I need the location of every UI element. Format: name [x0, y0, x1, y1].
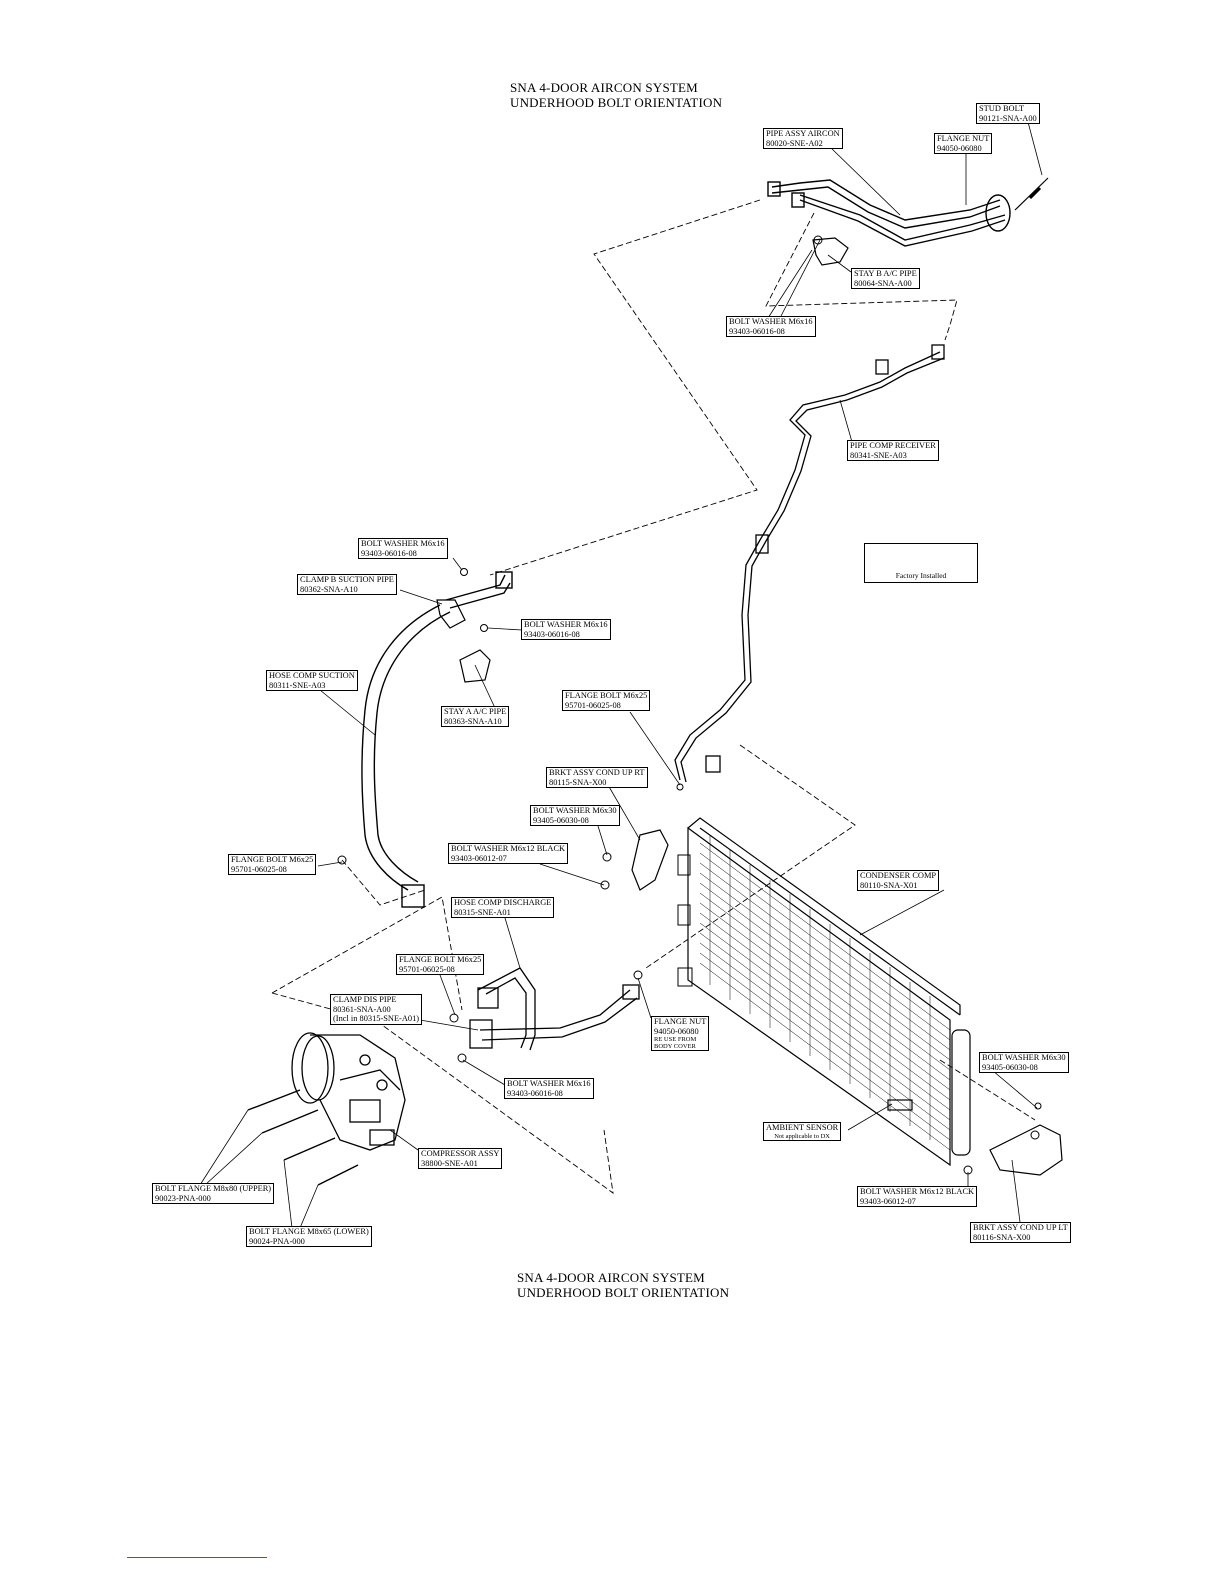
pipe-comp-receiver-shape [674, 344, 945, 783]
compressor-shape [291, 1032, 406, 1151]
header-title-line2: UNDERHOOD BOLT ORIENTATION [510, 95, 723, 110]
factory-installed-inset: Factory Installed [864, 543, 978, 583]
header-title-line1: SNA 4-DOOR AIRCON SYSTEM [510, 80, 698, 95]
compressor-bolts [247, 1089, 359, 1186]
hose-comp-suction-shape [361, 571, 513, 908]
footer-title-line2: UNDERHOOD BOLT ORIENTATION [517, 1285, 730, 1300]
inset-caption: Factory Installed [895, 571, 947, 580]
hose-comp-discharge-shape [469, 967, 640, 1051]
condenser-fins [699, 835, 951, 1151]
pipe-assy-aircon-shape [767, 179, 1011, 247]
footer-title-line1: SNA 4-DOOR AIRCON SYSTEM [517, 1270, 705, 1285]
leader-lines [199, 121, 1043, 1229]
label-bolt-flange-lower: BOLT FLANGE M8x65 (LOWER)90024-PNA-000 [246, 1226, 372, 1248]
label-bolt-flange-upper: BOLT FLANGE M8x80 (UPPER)90023-PNA-000 [152, 1183, 275, 1205]
condenser-shape [687, 817, 961, 1167]
footer-link-underline [127, 1557, 267, 1558]
